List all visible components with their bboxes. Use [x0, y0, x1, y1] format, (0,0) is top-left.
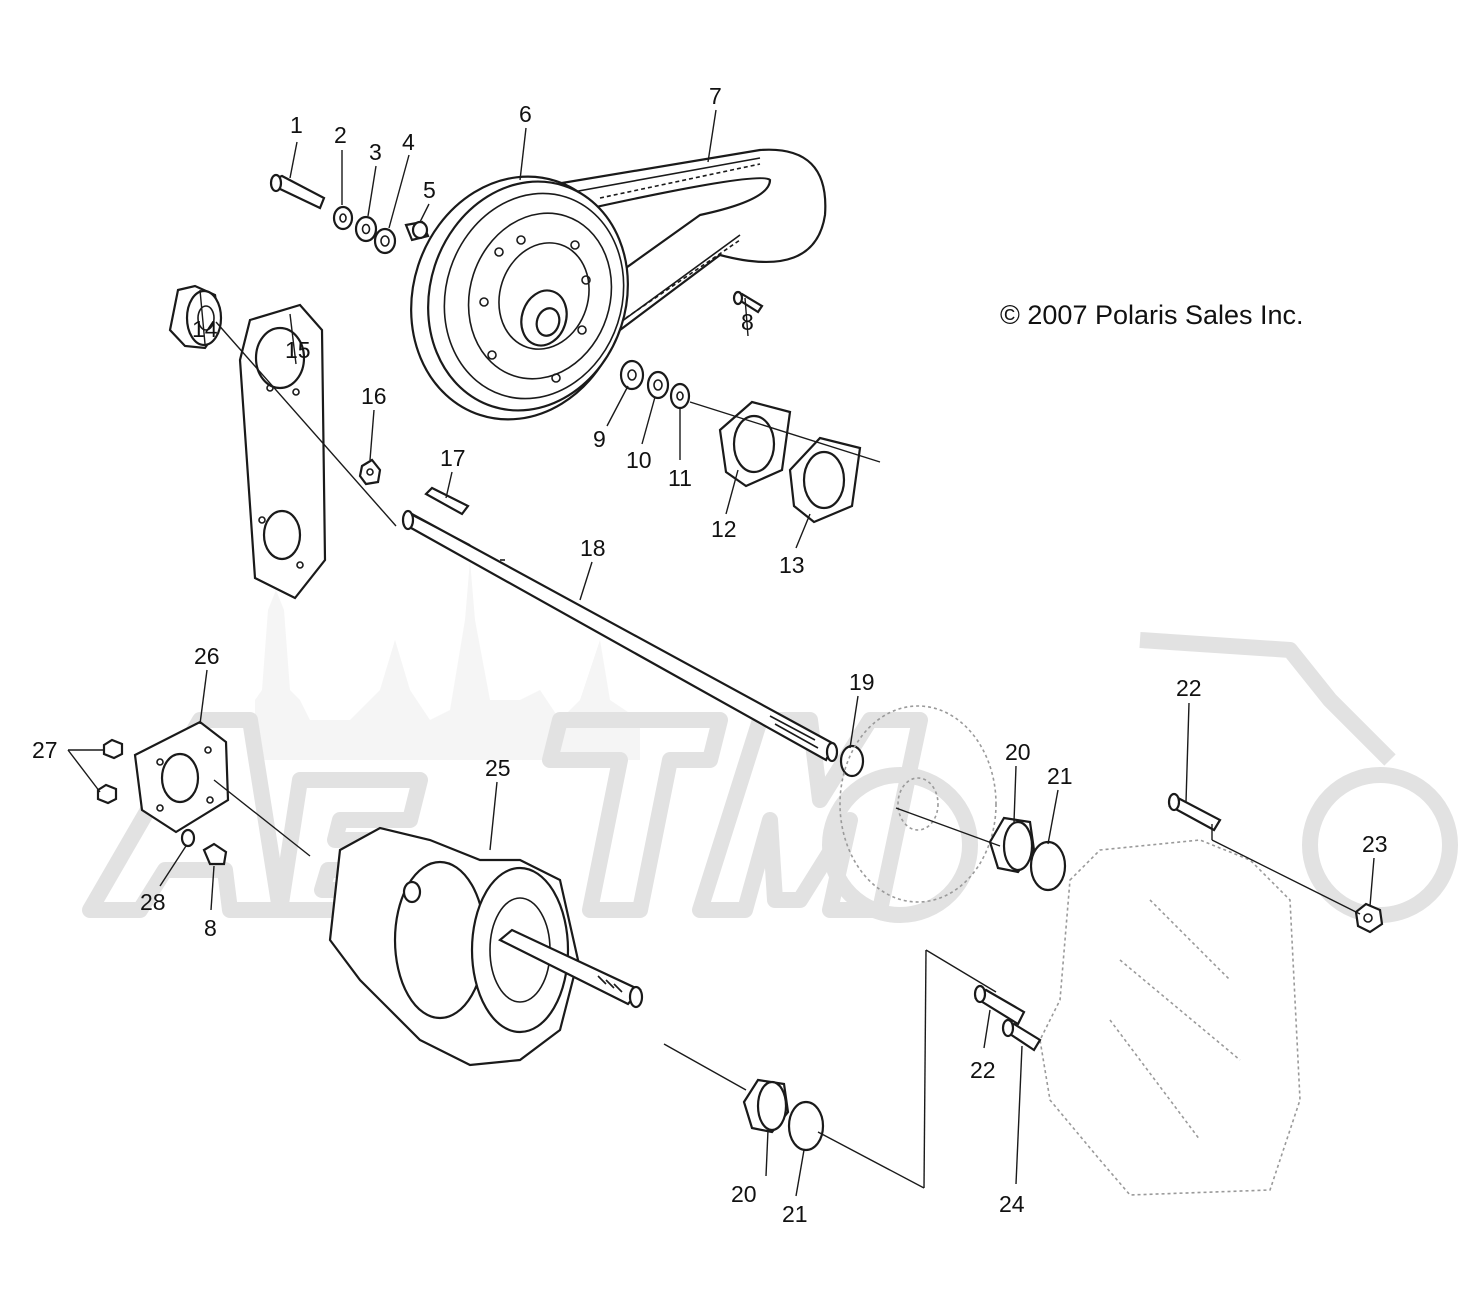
callout-22-lower: 22	[970, 1057, 996, 1083]
part-washer-3	[354, 215, 378, 243]
ghost-sprocket	[839, 705, 997, 903]
part-washer-10	[646, 370, 670, 400]
callout-2: 2	[334, 122, 347, 148]
callout-4: 4	[402, 129, 415, 155]
callout-21-lower: 21	[782, 1201, 808, 1227]
part-washer-28	[180, 828, 196, 848]
part-bolt-1	[269, 173, 326, 210]
part-bearing-20-lower	[742, 1078, 790, 1134]
callout-27: 27	[32, 737, 58, 763]
callout-10: 10	[626, 447, 652, 473]
callout-1: 1	[290, 112, 303, 138]
callout-20-lower: 20	[731, 1181, 757, 1207]
callout-28: 28	[140, 889, 166, 915]
leader-lines	[67, 109, 1375, 1197]
part-washer-2	[332, 205, 354, 231]
callout-15: 15	[285, 337, 311, 363]
part-key-17	[424, 486, 470, 516]
watermark	[82, 560, 1458, 923]
part-o-ring-19	[839, 744, 865, 778]
callout-labels: 1 2 3 4 5 6 7 8 9 10 11 12 13 14 15 16 1…	[32, 83, 1388, 1227]
callout-25: 25	[485, 755, 511, 781]
part-bearing-flange-12	[718, 400, 792, 488]
part-plate-26	[133, 720, 230, 834]
callout-12: 12	[711, 516, 737, 542]
part-bolt-22-upper	[1167, 792, 1222, 832]
part-bolt-8-upper	[732, 290, 764, 314]
callout-24: 24	[999, 1191, 1025, 1217]
part-washer-9	[619, 359, 645, 391]
part-plate-15	[238, 303, 327, 600]
part-nut-27b	[96, 783, 118, 805]
callout-6: 6	[519, 101, 532, 127]
callout-11: 11	[668, 465, 692, 491]
part-nut-23	[1354, 902, 1384, 934]
part-bolt-8-lower	[202, 842, 228, 866]
part-ring-21-lower	[787, 1100, 825, 1152]
callout-16: 16	[361, 383, 387, 409]
part-nut-16	[358, 458, 382, 486]
part-bearing-20-upper	[988, 816, 1036, 874]
callout-14: 14	[192, 316, 218, 342]
callout-26: 26	[194, 643, 220, 669]
callout-8-lower: 8	[204, 915, 217, 941]
part-bearing-14	[168, 284, 223, 350]
part-ring-21-upper	[1029, 840, 1067, 892]
part-driveshaft-sprockets-25	[328, 826, 644, 1067]
ghost-chaincase	[1039, 839, 1301, 1196]
part-nut-27a	[102, 738, 124, 760]
copyright-text: © 2007 Polaris Sales Inc.	[1000, 300, 1304, 330]
callout-20-upper: 20	[1005, 739, 1031, 765]
callout-3: 3	[369, 139, 382, 165]
callout-8-upper: 8	[741, 309, 754, 335]
callout-19: 19	[849, 669, 875, 695]
callout-17: 17	[440, 445, 466, 471]
callout-21-upper: 21	[1047, 763, 1073, 789]
part-jackshaft-18	[401, 509, 839, 763]
callout-18: 18	[580, 535, 606, 561]
part-bolt-22-lower	[973, 984, 1026, 1026]
part-washer-11	[669, 382, 691, 410]
part-bearing-flange-13	[788, 436, 862, 524]
callout-9: 9	[593, 426, 606, 452]
part-washer-4	[373, 227, 397, 255]
part-driven-clutch-6	[410, 175, 629, 421]
callout-23: 23	[1362, 831, 1388, 857]
part-bolt-24	[1001, 1018, 1042, 1052]
callout-13: 13	[779, 552, 805, 578]
callout-5: 5	[423, 177, 436, 203]
part-spacer-5	[404, 220, 430, 242]
callout-7: 7	[709, 83, 722, 109]
callout-22-upper: 22	[1176, 675, 1202, 701]
